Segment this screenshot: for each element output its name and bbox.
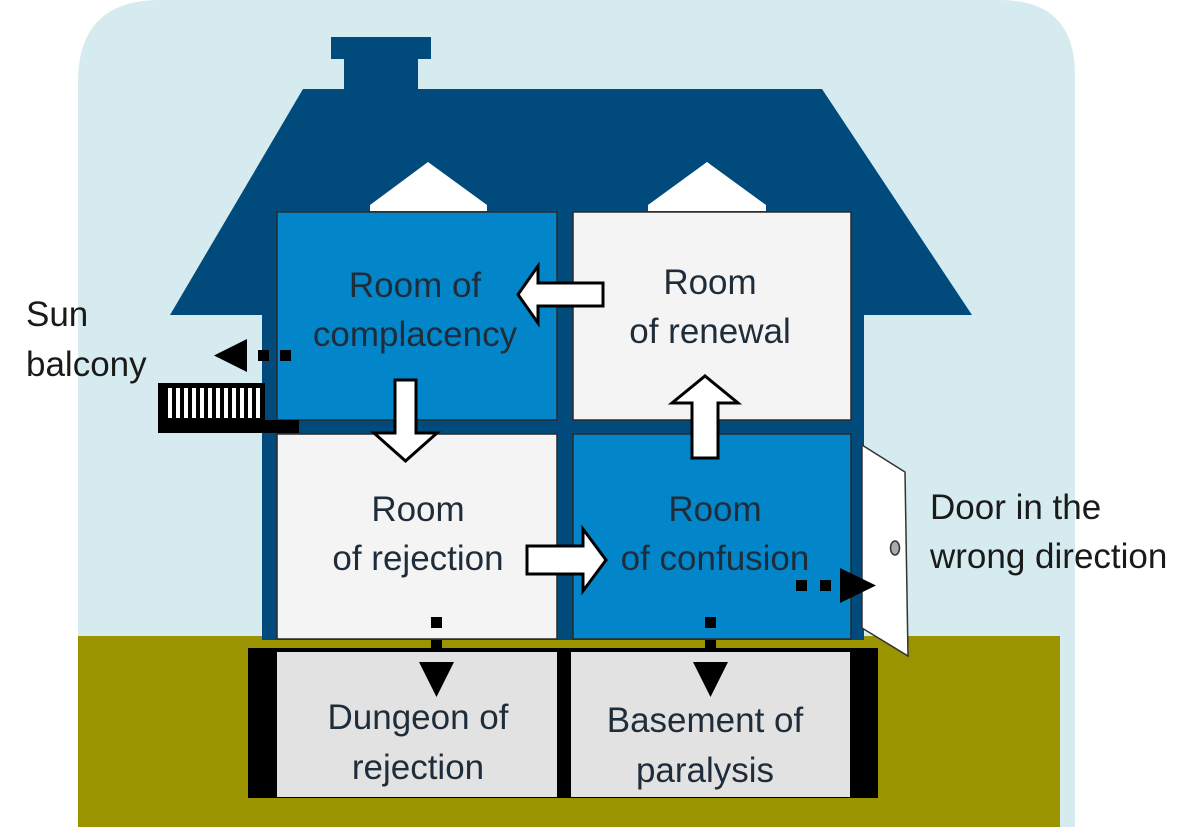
dormer-right bbox=[648, 162, 766, 211]
label-confusion-line1: Room bbox=[668, 490, 761, 529]
label-confusion: Room of confusion bbox=[621, 490, 810, 578]
label-renewal-line1: Room bbox=[663, 263, 756, 302]
arrow-rejection-to-confusion bbox=[525, 524, 608, 596]
label-complacency: Room of complacency bbox=[313, 266, 518, 354]
balcony-floor bbox=[158, 420, 299, 433]
label-renewal: Room of renewal bbox=[629, 263, 790, 351]
label-dungeon: Dungeon of rejection bbox=[328, 698, 509, 787]
arrow-to-basement bbox=[693, 617, 728, 697]
balcony-bars bbox=[168, 388, 260, 418]
arrow-to-sun-balcony bbox=[214, 339, 291, 372]
label-dungeon-line2: rejection bbox=[352, 748, 484, 787]
label-rejection: Room of rejection bbox=[332, 490, 503, 578]
label-rejection-line1: Room bbox=[371, 490, 464, 529]
label-renewal-line2: of renewal bbox=[629, 312, 790, 351]
room-rejection bbox=[276, 433, 558, 640]
chimney-cap bbox=[331, 37, 431, 59]
label-dungeon-line1: Dungeon of bbox=[328, 698, 509, 737]
dormer-left bbox=[370, 162, 487, 211]
arrow-complacency-to-rejection bbox=[370, 378, 441, 464]
arrow-to-door bbox=[796, 568, 876, 603]
label-door-line1: Door in the bbox=[930, 488, 1101, 527]
label-basement-line1: Basement of bbox=[607, 701, 804, 740]
label-sun-balcony-line1: Sun bbox=[26, 295, 88, 334]
label-rejection-line2: of rejection bbox=[332, 539, 503, 578]
room-confusion bbox=[572, 433, 852, 640]
door-knob bbox=[889, 540, 901, 556]
label-confusion-line2: of confusion bbox=[621, 539, 810, 578]
label-complacency-line2: complacency bbox=[313, 315, 518, 354]
arrow-confusion-to-renewal bbox=[667, 374, 743, 460]
arrow-to-dungeon bbox=[419, 617, 454, 697]
arrow-renewal-to-complacency bbox=[516, 261, 605, 328]
label-basement: Basement of paralysis bbox=[607, 701, 804, 790]
label-complacency-line1: Room of bbox=[349, 266, 482, 305]
door bbox=[861, 443, 909, 658]
label-sun-balcony-line2: balcony bbox=[26, 345, 147, 384]
label-basement-line2: paralysis bbox=[636, 751, 774, 790]
label-door-line2: wrong direction bbox=[929, 537, 1167, 576]
room-dungeon bbox=[277, 652, 557, 797]
